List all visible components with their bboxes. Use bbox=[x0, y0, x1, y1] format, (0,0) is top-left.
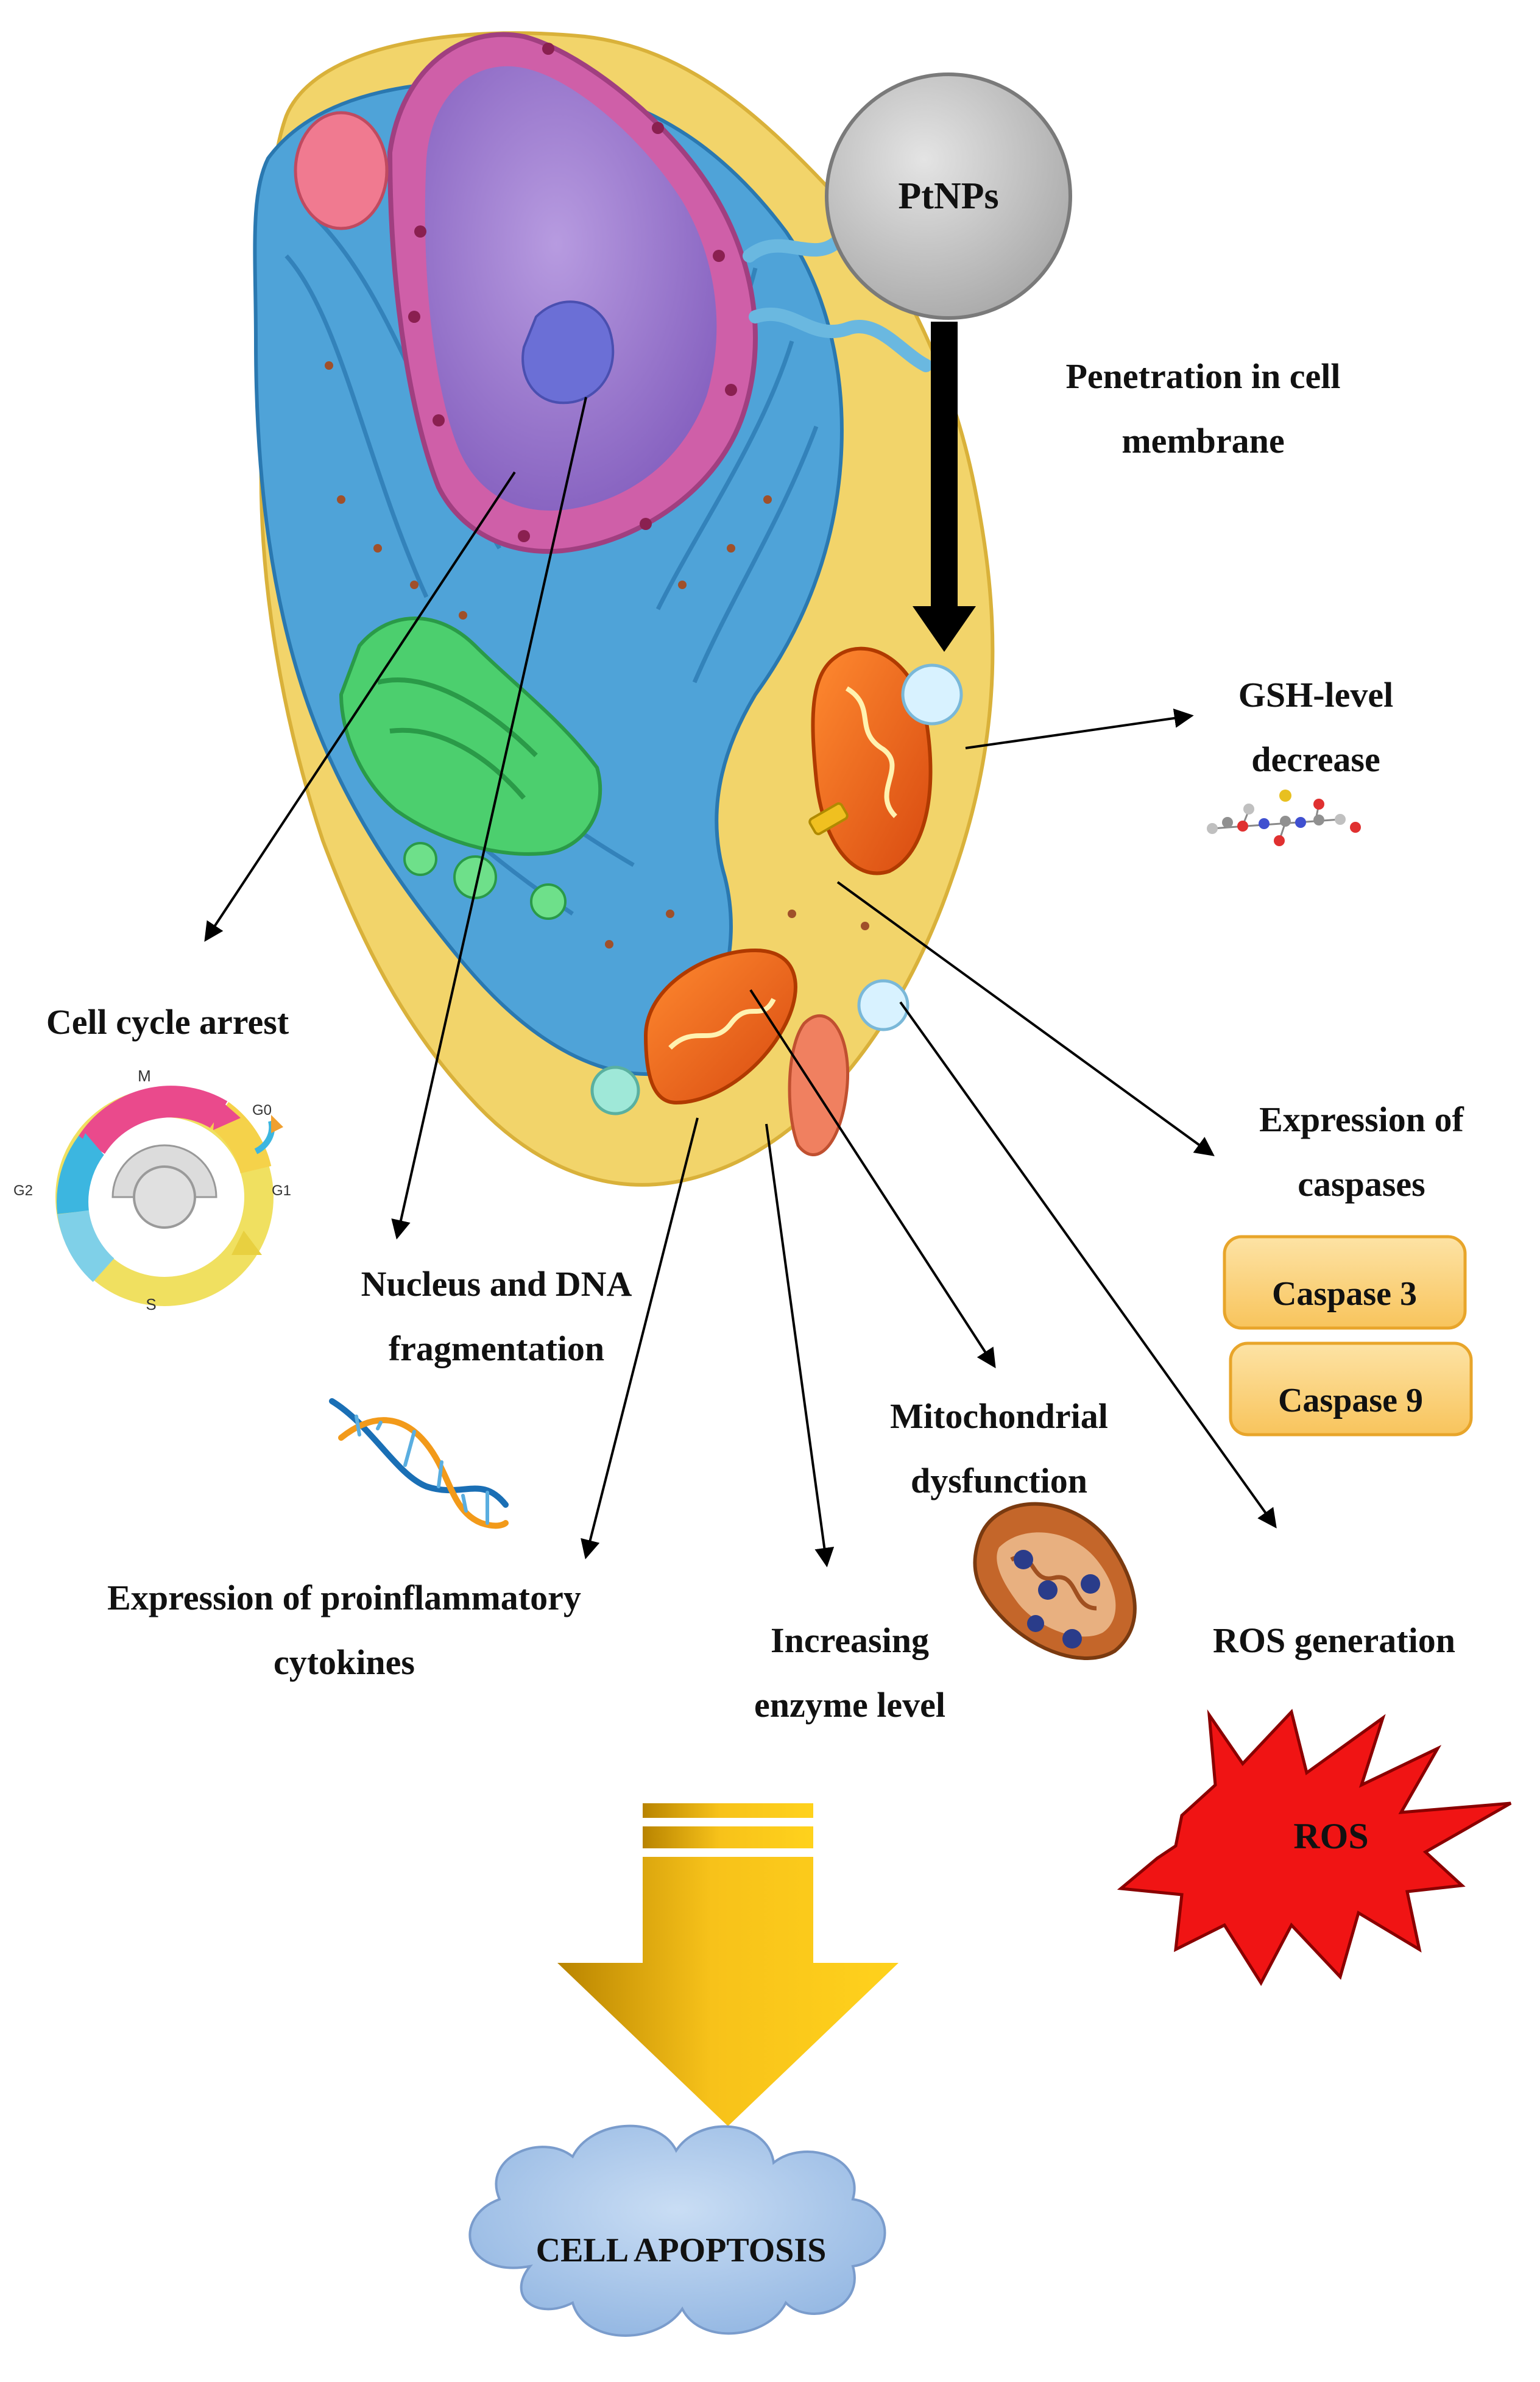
mitochondrion-icon bbox=[973, 1502, 1137, 1660]
caspase-3-box: Caspase 3 bbox=[1223, 1235, 1467, 1330]
arrow-to-gsh bbox=[965, 709, 1194, 749]
caspase-9-label: Caspase 9 bbox=[1278, 1382, 1423, 1419]
label-line: fragmentation bbox=[388, 1329, 605, 1368]
nucleolus bbox=[521, 300, 615, 405]
apoptosis-label: CELL APOPTOSIS bbox=[536, 2232, 827, 2269]
connector-arrows bbox=[204, 397, 1277, 1567]
penetration-label: Penetration in cell membrane bbox=[990, 344, 1416, 473]
vesicle bbox=[901, 663, 963, 726]
phase-g2: G2 bbox=[13, 1182, 33, 1199]
label-line: Penetration in cell bbox=[1065, 356, 1341, 396]
label-line: Cell cycle arrest bbox=[46, 1002, 289, 1042]
label-line: Increasing bbox=[771, 1620, 929, 1660]
arrow-to-cytokines bbox=[581, 1117, 699, 1560]
cell-cycle-label: Cell cycle arrest bbox=[6, 990, 329, 1055]
caspase-9-box: Caspase 9 bbox=[1229, 1341, 1473, 1437]
penetration-arrow bbox=[913, 322, 976, 652]
vesicle bbox=[857, 979, 910, 1031]
label-line: Mitochondrial bbox=[890, 1396, 1108, 1436]
caspase-3-label: Caspase 3 bbox=[1272, 1275, 1417, 1313]
ptnps-node bbox=[825, 72, 1072, 320]
label-line: caspases bbox=[1298, 1164, 1425, 1204]
arrow-to-caspases bbox=[836, 881, 1215, 1156]
ros-generation-label: ROS generation bbox=[1145, 1608, 1523, 1673]
label-line: Expression of bbox=[1259, 1100, 1464, 1139]
arrow-to-enzyme bbox=[765, 1123, 835, 1567]
cell-illustration bbox=[253, 31, 995, 1187]
arrow-to-cell-cycle bbox=[204, 471, 516, 942]
arrow-to-ros bbox=[899, 1001, 1277, 1529]
vesicle bbox=[590, 1066, 640, 1115]
vacuole bbox=[294, 111, 389, 230]
phase-m: M bbox=[138, 1067, 151, 1085]
phase-g0: G0 bbox=[252, 1102, 272, 1119]
nucleus bbox=[425, 66, 717, 511]
ros-starburst: ROS bbox=[1117, 1708, 1512, 1986]
label-line: enzyme level bbox=[754, 1685, 945, 1725]
ros-label: ROS bbox=[1293, 1816, 1368, 1856]
mito-dysfunction-label: Mitochondrial dysfunction bbox=[828, 1384, 1170, 1513]
label-line: cytokines bbox=[274, 1642, 415, 1682]
mitochondrion-small bbox=[788, 1014, 849, 1156]
golgi-apparatus bbox=[339, 617, 602, 920]
cytokines-label: Expression of proinflammatory cytokines bbox=[43, 1566, 646, 1695]
dna-helix-icon bbox=[329, 1398, 509, 1529]
label-line: Nucleus and DNA bbox=[361, 1264, 632, 1304]
ribosomes bbox=[325, 361, 869, 949]
label-line: Expression of proinflammatory bbox=[107, 1578, 581, 1617]
centriole bbox=[808, 802, 849, 835]
label-line: decrease bbox=[1251, 740, 1380, 779]
label-line: GSH-level bbox=[1238, 675, 1394, 715]
phase-g1: G1 bbox=[272, 1182, 291, 1199]
label-line: ROS generation bbox=[1213, 1620, 1455, 1660]
gsh-label: GSH-level decrease bbox=[1157, 663, 1474, 792]
label-line: membrane bbox=[1121, 421, 1285, 461]
glutathione-molecule-icon bbox=[1207, 790, 1361, 846]
caspases-label: Expression of caspases bbox=[1179, 1087, 1540, 1217]
cell-cycle-icon: M G0 G1 G2 S bbox=[13, 1067, 291, 1313]
nuclear-pores bbox=[408, 43, 737, 542]
cloud-shape: CELL APOPTOSIS bbox=[468, 2124, 886, 2337]
down-arrow bbox=[557, 1803, 899, 2126]
arrow-to-mito bbox=[749, 989, 996, 1369]
enzyme-level-label: Increasing enzyme level bbox=[688, 1608, 1011, 1737]
label-line: dysfunction bbox=[910, 1461, 1088, 1500]
ptnps-label: PtNPs bbox=[898, 175, 998, 217]
phase-s: S bbox=[146, 1295, 156, 1313]
arrow-to-nucleus bbox=[391, 397, 587, 1240]
nucleus-dna-label: Nucleus and DNA fragmentation bbox=[286, 1252, 707, 1381]
mitochondrion-lower bbox=[643, 948, 797, 1105]
